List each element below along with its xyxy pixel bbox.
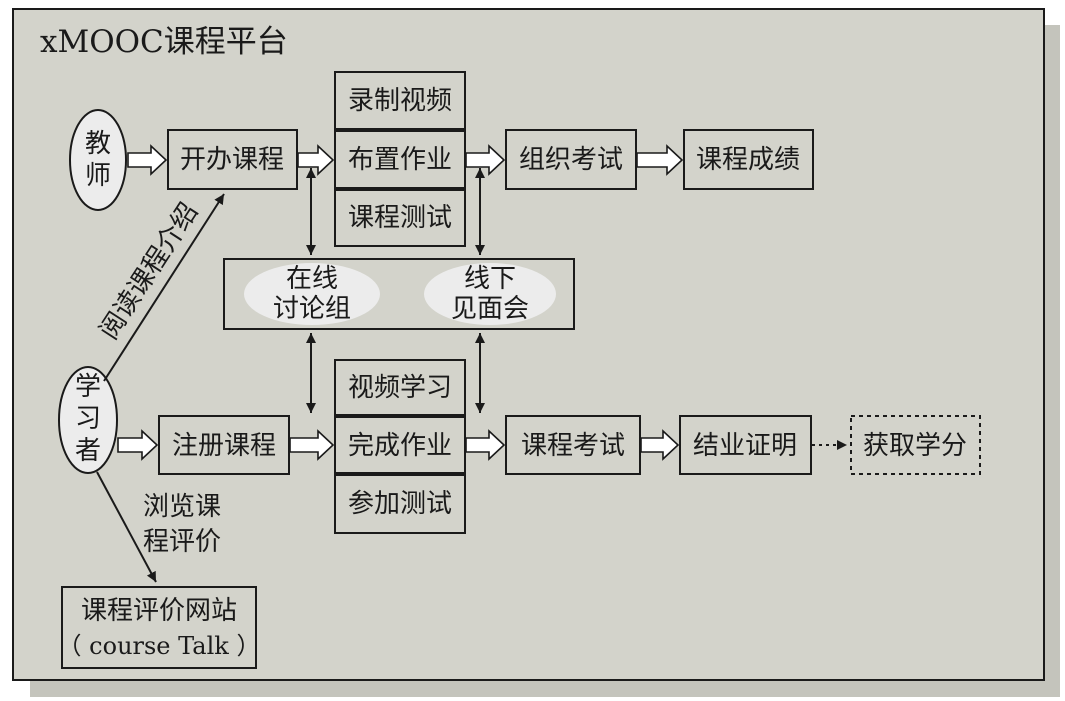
complete-homework-box: 完成作业 bbox=[334, 416, 466, 474]
offline-meeting-ellipse bbox=[424, 263, 556, 325]
arrow-homework-to-course-exam bbox=[465, 429, 506, 461]
teacher-label-2: 师 bbox=[85, 161, 111, 191]
browse-review-line-1: 浏览课 bbox=[143, 492, 221, 522]
open-course-box: 开办课程 bbox=[167, 129, 298, 190]
online-group-line-1: 在线 bbox=[286, 264, 338, 294]
line-arrows bbox=[96, 168, 847, 583]
svg-text:开办课程: 开办课程 bbox=[180, 145, 284, 175]
arrow-learner-to-review bbox=[96, 471, 157, 583]
video-learning-box: 视频学习 bbox=[334, 359, 466, 416]
svg-text:课程考试: 课程考试 bbox=[521, 431, 625, 461]
svg-text:课程成绩: 课程成绩 bbox=[696, 145, 800, 175]
svg-text:课程测试: 课程测试 bbox=[348, 203, 452, 233]
svg-text:录制视频: 录制视频 bbox=[348, 86, 452, 116]
take-quiz-box: 参加测试 bbox=[334, 474, 466, 534]
platform-title: xMOOC课程平台 bbox=[40, 24, 288, 60]
course-quiz-box: 课程测试 bbox=[334, 189, 466, 247]
browse-review-line-2: 程评价 bbox=[143, 527, 221, 557]
teacher-label-1: 教 bbox=[85, 129, 111, 159]
teacher-node: 教 师 bbox=[69, 109, 127, 211]
svg-text:参加测试: 参加测试 bbox=[348, 489, 452, 519]
offline-meeting-line-2: 见面会 bbox=[451, 294, 529, 324]
earn-credit-box: 获取学分 bbox=[850, 415, 981, 475]
review-site-line-2: （ course Talk ） bbox=[58, 632, 261, 660]
svg-text:组织考试: 组织考试 bbox=[519, 145, 623, 175]
learner-label-3: 者 bbox=[75, 436, 101, 466]
arrow-learner-to-open-course bbox=[103, 193, 225, 382]
certificate-box: 结业证明 bbox=[679, 415, 812, 475]
learner-label-2: 习 bbox=[75, 404, 101, 434]
online-group-line-2: 讨论组 bbox=[273, 294, 351, 324]
course-exam-box: 课程考试 bbox=[505, 415, 641, 475]
arrow-open-course-to-homework bbox=[297, 144, 335, 176]
arrow-learner-to-register bbox=[117, 429, 159, 461]
course-grade-box: 课程成绩 bbox=[683, 129, 814, 190]
arrow-exam-to-grade bbox=[636, 144, 684, 176]
online-group-ellipse bbox=[244, 263, 380, 325]
organize-exam-box: 组织考试 bbox=[505, 129, 637, 190]
arrow-register-to-homework bbox=[289, 429, 335, 461]
arrow-teacher-to-open-course bbox=[127, 144, 168, 176]
assign-homework-box: 布置作业 bbox=[334, 130, 466, 189]
svg-text:结业证明: 结业证明 bbox=[693, 431, 797, 461]
record-video-box: 录制视频 bbox=[334, 71, 466, 130]
platform-panel bbox=[12, 8, 1045, 681]
hollow-arrows bbox=[117, 144, 684, 461]
svg-text:注册课程: 注册课程 bbox=[172, 431, 276, 461]
discussion-box: 在线 讨论组 线下 见面会 bbox=[223, 258, 575, 330]
register-course-box: 注册课程 bbox=[158, 415, 290, 475]
svg-text:完成作业: 完成作业 bbox=[348, 431, 452, 461]
review-site-box: 课程评价网站 （ course Talk ） bbox=[58, 586, 261, 669]
svg-text:布置作业: 布置作业 bbox=[348, 145, 452, 175]
learner-label-1: 学 bbox=[75, 372, 101, 402]
learner-node: 学 习 者 bbox=[58, 366, 118, 474]
arrow-homework-to-exam bbox=[465, 144, 506, 176]
review-site-line-1: 课程评价网站 bbox=[81, 596, 237, 626]
svg-text:获取学分: 获取学分 bbox=[863, 431, 967, 461]
offline-meeting-line-1: 线下 bbox=[464, 264, 516, 294]
svg-text:视频学习: 视频学习 bbox=[348, 373, 452, 403]
arrow-course-exam-to-certificate bbox=[640, 429, 680, 461]
